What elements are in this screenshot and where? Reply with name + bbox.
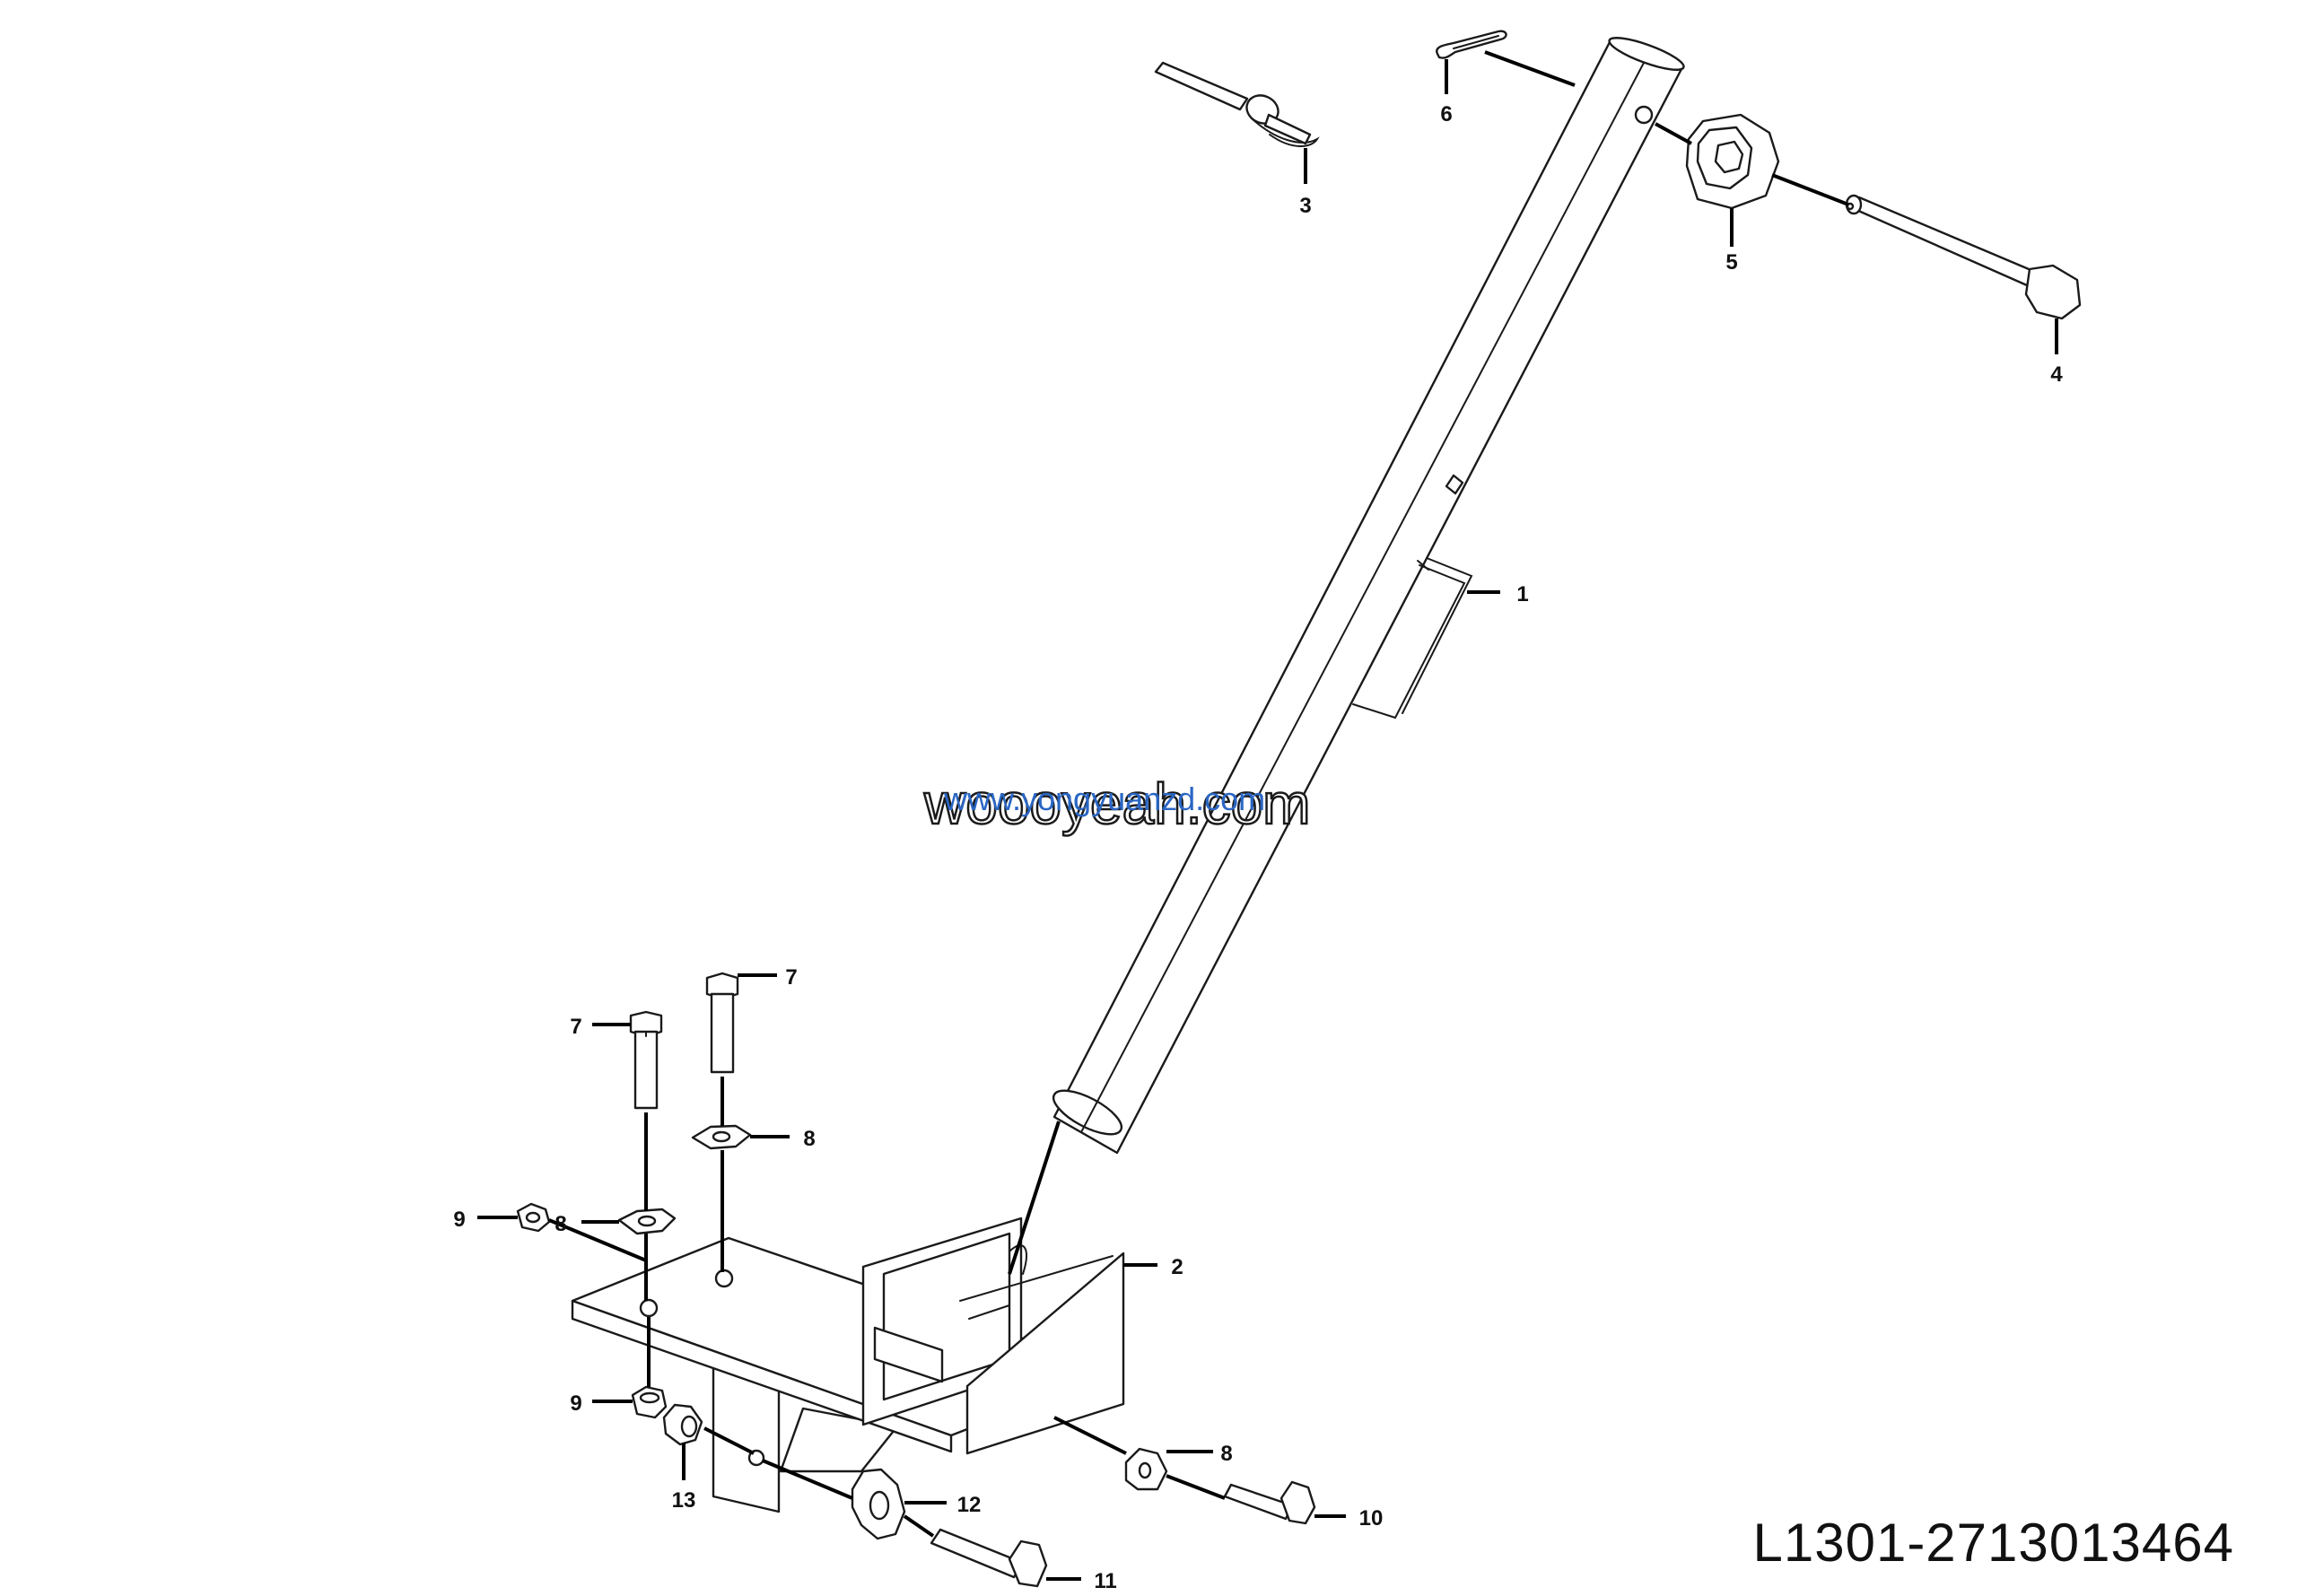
callout-4: 4 xyxy=(2050,362,2063,387)
callout-6: 6 xyxy=(1440,102,1452,126)
part-7-bolt-left xyxy=(629,1010,663,1110)
part-7-bolt-right xyxy=(705,972,739,1074)
callout-12: 12 xyxy=(957,1493,982,1517)
watermark-secondary: www.yongyuanzd.com xyxy=(943,781,1265,817)
callout-1: 1 xyxy=(1516,582,1528,606)
callout-8-left: 8 xyxy=(555,1212,566,1236)
callout-leaders xyxy=(477,59,2058,1581)
part-6-cotter-pin xyxy=(1436,30,1507,59)
part-3-lock-pin xyxy=(1154,61,1320,147)
part-8-washer-b xyxy=(691,1124,752,1150)
callout-8-lower: 8 xyxy=(1220,1442,1232,1466)
part-4-long-pin xyxy=(1845,194,2082,320)
callout-2: 2 xyxy=(1171,1255,1183,1279)
callout-7-left: 7 xyxy=(570,1015,581,1039)
callout-13: 13 xyxy=(672,1488,696,1513)
part-8-washer-c xyxy=(1124,1447,1168,1491)
callout-3: 3 xyxy=(1299,194,1311,218)
assembly-guide-lines xyxy=(548,50,1849,1538)
callout-7-right: 7 xyxy=(785,965,797,990)
callout-9-top: 9 xyxy=(453,1208,465,1232)
drawing-code: L1301-2713013464 xyxy=(1752,1513,2234,1573)
watermark-primary: woooyeah.com xyxy=(923,772,1310,836)
callout-labels: 1 2 3 4 5 6 7 7 8 8 8 9 9 10 11 12 13 xyxy=(453,102,2063,1593)
part-9-nut-bottom xyxy=(631,1385,668,1419)
callout-8-right: 8 xyxy=(803,1127,815,1151)
part-12-washer xyxy=(851,1468,906,1540)
part-8-washer-a xyxy=(617,1208,677,1235)
part-1-tube xyxy=(1052,37,1685,1155)
callout-5: 5 xyxy=(1725,250,1737,275)
callout-11: 11 xyxy=(1094,1569,1116,1593)
part-2-bracket xyxy=(571,1217,1125,1513)
part-11-bolt xyxy=(930,1528,1048,1588)
callout-10: 10 xyxy=(1359,1506,1384,1531)
part-5-washer xyxy=(1685,113,1780,210)
part-10-bolt xyxy=(1223,1480,1316,1525)
callout-9-bottom: 9 xyxy=(570,1391,581,1416)
part-13-nut xyxy=(662,1403,703,1446)
part-9-nut-top xyxy=(516,1202,551,1233)
